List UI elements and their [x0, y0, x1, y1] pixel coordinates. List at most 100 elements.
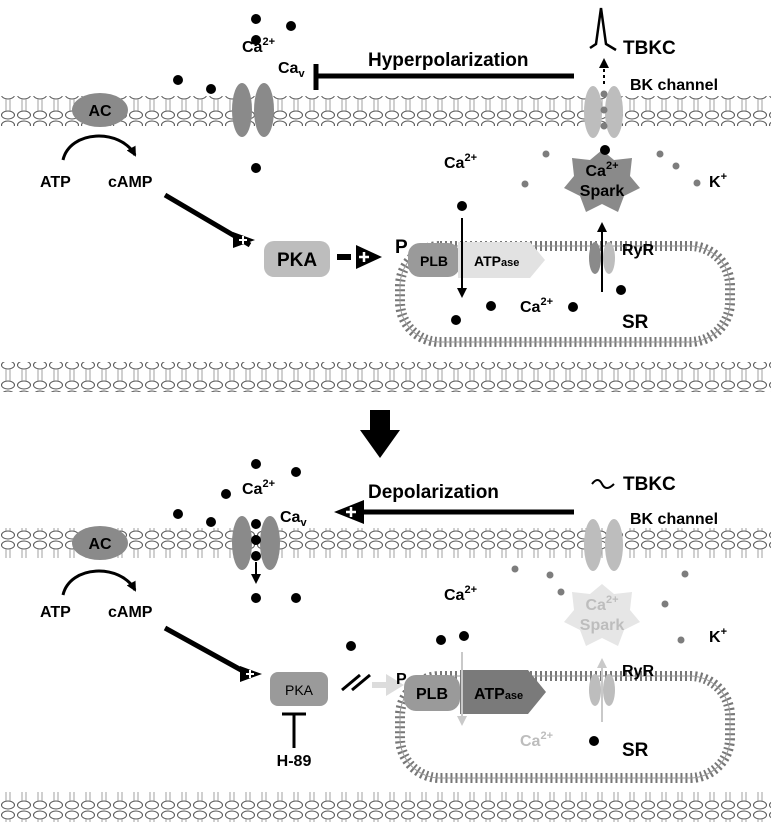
ca-ion — [251, 163, 261, 173]
ryr-channel-right — [603, 674, 615, 706]
cav-label: Cav — [278, 60, 305, 80]
plb-label: PLB — [416, 686, 448, 703]
k-ion — [600, 122, 608, 130]
pka-label: PKA — [277, 250, 317, 271]
ca-ion — [221, 489, 231, 499]
cav-ca-label: Ca2+ — [242, 478, 275, 498]
ryr-channel-left — [589, 242, 601, 274]
atpase-pump — [458, 242, 545, 278]
atpase-label: ATPase — [474, 253, 519, 269]
cav-channel-right — [254, 83, 274, 137]
plb-protein — [404, 675, 460, 711]
ryr-channel-left — [589, 674, 601, 706]
ca-ion — [291, 467, 301, 477]
camp-label: cAMP — [108, 174, 153, 191]
ca-spark-burst — [564, 150, 640, 212]
transition-arrow-icon — [360, 410, 400, 458]
ca-ion — [251, 551, 261, 561]
k-label: K+ — [709, 626, 727, 646]
ca-ion — [436, 635, 446, 645]
bk-channel-label: BK channel — [630, 511, 718, 528]
bk-channel-label: BK channel — [630, 77, 718, 94]
atp-to-camp-arrow — [61, 134, 137, 161]
k-ion — [661, 600, 669, 608]
ca-ion — [459, 631, 469, 641]
k-ion — [693, 179, 701, 187]
spark-label-line1: Ca2+ — [586, 594, 619, 614]
spark-label-line1: Ca2+ — [586, 160, 619, 180]
ac-label: AC — [88, 103, 112, 120]
phospho-p-label: P — [396, 671, 407, 688]
atpase-pump — [460, 670, 546, 714]
ca-ion — [251, 14, 261, 24]
tbkc-label: TBKC — [623, 474, 676, 495]
ca-ion — [291, 593, 301, 603]
ca-ion — [616, 285, 626, 295]
pka-enzyme — [264, 241, 330, 277]
ac-enzyme — [72, 93, 128, 127]
activation-plus-icon — [334, 500, 364, 524]
sr-label: SR — [622, 740, 649, 761]
tbkc-label: TBKC — [623, 38, 676, 59]
ca-ion — [486, 301, 496, 311]
bk-channel-right — [605, 86, 623, 138]
activation-plus-icon — [233, 232, 255, 248]
cav-label: Cav — [280, 509, 307, 529]
ca-ion — [251, 459, 261, 469]
k-ion — [557, 588, 565, 596]
camp-pka-arrow — [163, 625, 254, 679]
phospho-p-label: P — [395, 237, 408, 258]
ca-ion — [206, 517, 216, 527]
ca-ion — [251, 35, 261, 45]
hyperpolarization-label: Hyperpolarization — [368, 50, 528, 71]
spark-label-line2: Spark — [580, 183, 625, 200]
panel-bottom: AC ATP cAMP PKA H-89 P PLB — [0, 459, 771, 783]
atp-to-camp-arrow — [61, 569, 137, 596]
ca-ion — [206, 84, 216, 94]
ca-ion — [346, 641, 356, 651]
panel-top: AC ATP cAMP PKA P PLB ATPase — [0, 7, 771, 347]
ac-enzyme — [72, 526, 128, 560]
ca-ion — [568, 302, 578, 312]
ca-ion — [286, 21, 296, 31]
k-ion — [521, 180, 529, 188]
ryr-label: RyR — [622, 242, 654, 259]
bk-channel-left — [584, 519, 602, 571]
ca-ion — [251, 519, 261, 529]
k-ion — [511, 565, 519, 573]
h89-label: H-89 — [277, 753, 312, 770]
bk-channel-left — [584, 86, 602, 138]
ca-ion — [457, 201, 467, 211]
plasma-membrane-top — [0, 96, 771, 126]
k-ion — [677, 636, 685, 644]
blocked-activation-icon — [341, 673, 404, 696]
atp-label: ATP — [40, 174, 71, 191]
ca-spark-burst — [564, 584, 640, 646]
cav-channel-left — [232, 516, 252, 570]
k-ion — [542, 150, 550, 158]
tbkc-spike-icon — [589, 7, 617, 52]
cav-channel-right — [260, 516, 280, 570]
ryr-channel-right — [603, 242, 615, 274]
k-ion — [672, 162, 680, 170]
plasma-membrane-bottom — [0, 528, 771, 558]
ac-label: AC — [88, 536, 112, 553]
ca-ion — [251, 593, 261, 603]
cytosol-ca-label: Ca2+ — [444, 584, 477, 604]
atpase-label: ATPase — [474, 686, 523, 703]
k-ion — [600, 106, 608, 114]
pka-enzyme — [270, 672, 328, 706]
k-ion — [600, 90, 608, 98]
depolarization-label: Depolarization — [368, 482, 499, 503]
ca-ion — [251, 535, 261, 545]
plasma-membrane-middle — [0, 362, 771, 392]
sr-label: SR — [622, 312, 649, 333]
spark-label-line2: Spark — [580, 617, 625, 634]
tbkc-spike-icon — [591, 479, 615, 489]
k-ion — [546, 571, 554, 579]
k-ion — [656, 150, 664, 158]
k-label: K+ — [709, 171, 727, 191]
sr-ca-label: Ca2+ — [520, 730, 553, 750]
pka-plb-activation-icon — [337, 245, 382, 269]
